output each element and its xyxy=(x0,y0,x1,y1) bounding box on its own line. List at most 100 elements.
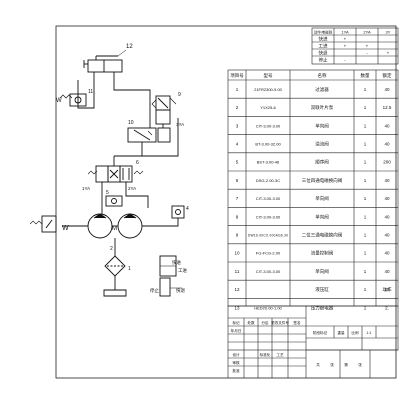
label-part-6: 6 xyxy=(136,160,139,166)
title-block-cell: 标准化 xyxy=(260,352,271,357)
label-w-relief: W xyxy=(62,225,69,232)
parts-list-header: 数量 xyxy=(361,72,370,79)
relief-valve-symbol xyxy=(29,215,57,233)
filter-symbol xyxy=(104,255,126,277)
part-name: 顺序阀 xyxy=(315,159,329,166)
part-cell: CIT-3.00-3.00 xyxy=(256,214,281,219)
part-cell: 1 xyxy=(364,87,367,92)
part-number: 7 xyxy=(236,196,239,201)
action-table-header: 3Y xyxy=(386,30,391,35)
title-block-cell: 张 xyxy=(358,362,362,367)
part-name: 过滤器 xyxy=(315,86,329,93)
part-number: 2 xyxy=(236,105,239,110)
part-name: 溢流阀 xyxy=(315,141,329,148)
part-cell: HED20.00-1.00 xyxy=(254,305,282,310)
label-gongjin: 工进 xyxy=(178,267,187,274)
part-cell: 40 xyxy=(384,269,390,274)
action-table-row-label: 快进 xyxy=(319,36,328,43)
part-number: 12 xyxy=(234,287,240,292)
part-number: 3 xyxy=(236,123,239,128)
part-name: 单向阀 xyxy=(315,213,329,220)
part-name: 双联叶片泵 xyxy=(311,104,334,111)
hydraulic-schematic xyxy=(29,49,185,297)
label-part-1: 1 xyxy=(128,266,131,272)
title-block-cell: 重量 xyxy=(337,330,345,335)
action-table-cell: - xyxy=(366,51,368,56)
part-name: 单向阀 xyxy=(315,195,329,202)
action-table-cell: + xyxy=(387,51,390,56)
hydraulic-cylinder-symbol xyxy=(83,55,123,73)
action-table-cell: + xyxy=(366,44,369,49)
three-way-solenoid-valve-symbol xyxy=(87,165,144,183)
line-down xyxy=(114,142,143,157)
part-name: 液压缸 xyxy=(315,286,329,293)
part-cell: 21FR2300-5.00 xyxy=(254,87,283,92)
title-block-cell: 比例 xyxy=(351,330,359,335)
part-cell: 1 xyxy=(364,105,367,110)
line-valve-return xyxy=(125,182,149,208)
check-valve-right-symbol xyxy=(171,205,185,219)
part-cell: 12.5 xyxy=(383,105,392,110)
title-block-cell: 设计 xyxy=(232,352,240,357)
title-block-text: 标记处数分区更改文件号签名年月日设计标准化阶段标记重量比例审核工艺批准共张第张1… xyxy=(231,320,372,373)
part-cell: 1 xyxy=(364,123,367,128)
label-kuaitui: 快退 xyxy=(176,287,185,294)
label-motor: M xyxy=(112,226,117,232)
label-part-2: 2 xyxy=(110,246,113,252)
label-1ya: 1YA xyxy=(82,186,90,191)
check-valve-symbol xyxy=(59,93,87,107)
part-cell: 1 xyxy=(364,196,367,201)
part-cell: DW16.00CX.000AG6.30 xyxy=(248,234,288,238)
part-cell: 1 xyxy=(364,142,367,147)
part-cell: 1 xyxy=(364,305,367,310)
label-part-10: 10 xyxy=(128,120,134,126)
title-block-cell: 签名 xyxy=(293,320,301,325)
action-table xyxy=(311,27,399,65)
label-part-11: 11 xyxy=(88,89,93,95)
action-table-cell: + xyxy=(344,44,347,49)
title-block-cell: 分区 xyxy=(261,320,269,325)
part-name: 三位四通电磁换向阀 xyxy=(302,177,343,184)
title-block-cell: 工艺 xyxy=(276,352,284,357)
title-block-cell: 第 xyxy=(344,362,348,367)
line-return-right xyxy=(142,118,179,157)
action-table-row-label: 停止 xyxy=(319,57,328,64)
part-cell: CIT-3.00-3.00 xyxy=(256,123,281,128)
two-way-solenoid-valve-symbol xyxy=(151,95,177,125)
part-cell: 1 xyxy=(364,287,367,292)
action-table-header: 1YA xyxy=(341,30,349,35)
part-cell: CIT-3.00-3.00 xyxy=(256,269,281,274)
part-number: 11 xyxy=(235,269,240,274)
tank-symbol xyxy=(103,289,127,297)
flow-control-valve-symbol xyxy=(127,127,171,143)
title-block-cell: 年月日 xyxy=(231,328,242,333)
part-cell: DSG-2.00-3C xyxy=(256,178,280,183)
part-name: 单向阀 xyxy=(315,122,329,129)
part-cell: 40 xyxy=(384,178,390,183)
title-block-cell: 处数 xyxy=(247,320,255,325)
part-number: 8 xyxy=(236,214,239,219)
part-cell: 40 xyxy=(384,251,390,256)
part-cell: 2. xyxy=(385,305,389,310)
parts-list-header: 型号 xyxy=(264,72,273,79)
part-cell: Y1X25-6 xyxy=(260,105,276,110)
pump-right-line xyxy=(142,218,179,227)
part-cell: BT-3.00-32.00 xyxy=(255,142,281,147)
title-block-cell: 更改文件号 xyxy=(271,320,289,325)
part-cell: BST-3.00-46 xyxy=(257,160,280,165)
part-cell: 40 xyxy=(384,87,390,92)
part-cell: CIT-3.00-3.00 xyxy=(256,196,281,201)
part-number: 13 xyxy=(234,305,240,310)
part-number: 6 xyxy=(236,178,239,183)
parts-list-header: 项目号 xyxy=(230,73,244,79)
title-block-cell: 1:1 xyxy=(367,331,372,335)
return-line xyxy=(113,72,151,110)
sequence-valve-symbol xyxy=(105,195,123,207)
part-cell: 40 xyxy=(384,142,390,147)
part-number: 5 xyxy=(236,160,239,165)
action-table-row-label: 快退 xyxy=(319,50,328,57)
part-cell: 1 xyxy=(364,251,367,256)
part-cell: 13 xyxy=(384,287,390,292)
